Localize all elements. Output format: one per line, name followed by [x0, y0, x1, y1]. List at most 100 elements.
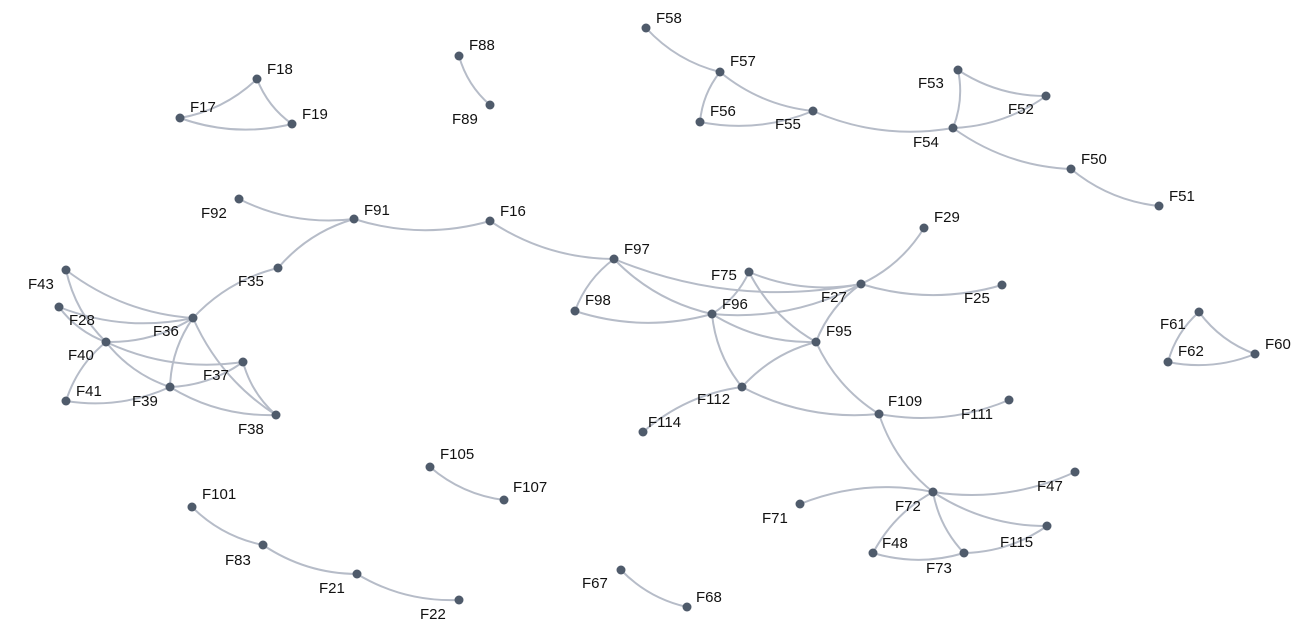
edge-F88-F89: [458, 55, 491, 106]
edge-layer: [58, 27, 1256, 608]
edge-F37-F38: [242, 361, 277, 416]
edge-F95-F109: [815, 341, 880, 415]
node-F60[interactable]: [1250, 349, 1260, 359]
node-label-F91: F91: [364, 202, 390, 219]
node-F114[interactable]: [638, 427, 648, 437]
node-F52[interactable]: [1041, 91, 1051, 101]
node-F115[interactable]: [1042, 521, 1052, 531]
node-F36[interactable]: [188, 313, 198, 323]
node-F95[interactable]: [811, 337, 821, 347]
node-F29[interactable]: [919, 223, 929, 233]
node-F38[interactable]: [271, 410, 281, 420]
node-F40[interactable]: [101, 337, 111, 347]
node-F111[interactable]: [1004, 395, 1014, 405]
edge-F72-F115: [932, 491, 1048, 528]
node-F107[interactable]: [499, 495, 509, 505]
edge-F39-F38: [169, 386, 277, 417]
node-label-F112: F112: [697, 391, 730, 408]
node-F55[interactable]: [808, 106, 818, 116]
node-F109[interactable]: [874, 409, 884, 419]
node-F61[interactable]: [1194, 307, 1204, 317]
node-F83[interactable]: [258, 540, 268, 550]
node-F72[interactable]: [928, 487, 938, 497]
edge-F28-F36: [58, 306, 194, 325]
node-F89[interactable]: [485, 100, 495, 110]
node-F91[interactable]: [349, 214, 359, 224]
edge-F112-F114: [642, 386, 743, 433]
node-F96[interactable]: [707, 309, 717, 319]
edge-F56-F55: [699, 110, 814, 127]
edge-F40-F36: [105, 317, 194, 344]
node-F48[interactable]: [868, 548, 878, 558]
node-F16[interactable]: [485, 216, 495, 226]
node-label-F25: F25: [964, 290, 990, 307]
node-F19[interactable]: [287, 119, 297, 129]
node-F101[interactable]: [187, 502, 197, 512]
node-F22[interactable]: [454, 595, 464, 605]
edge-F75-F27: [748, 271, 862, 289]
node-F54[interactable]: [948, 123, 958, 133]
edge-F72-F48: [872, 491, 934, 554]
node-label-F71: F71: [762, 510, 788, 527]
node-F58[interactable]: [641, 23, 651, 33]
node-F43[interactable]: [61, 265, 71, 275]
edge-F62-F60: [1167, 353, 1256, 367]
node-F27[interactable]: [856, 279, 866, 289]
node-F41[interactable]: [61, 396, 71, 406]
node-F28[interactable]: [54, 302, 64, 312]
node-F51[interactable]: [1154, 201, 1164, 211]
node-label-F35: F35: [238, 273, 264, 290]
node-label-F53: F53: [918, 75, 944, 92]
node-label-F97: F97: [624, 241, 650, 258]
edge-F58-F57: [645, 27, 721, 73]
node-F57[interactable]: [715, 67, 725, 77]
node-F37[interactable]: [238, 357, 248, 367]
node-F88[interactable]: [454, 51, 464, 61]
node-F39[interactable]: [165, 382, 175, 392]
node-F50[interactable]: [1066, 164, 1076, 174]
edge-F109-F111: [878, 399, 1010, 419]
edge-F54-F50: [952, 127, 1072, 170]
node-label-F52: F52: [1008, 101, 1034, 118]
node-label-F43: F43: [28, 276, 54, 293]
node-label-F37: F37: [203, 367, 229, 384]
edge-F91-F16: [353, 218, 491, 232]
node-label-F41: F41: [76, 383, 102, 400]
node-F98[interactable]: [570, 306, 580, 316]
node-F105[interactable]: [425, 462, 435, 472]
node-label-F107: F107: [513, 479, 547, 496]
edge-F43-F40: [65, 269, 107, 343]
node-F21[interactable]: [352, 569, 362, 579]
node-F92[interactable]: [234, 194, 244, 204]
node-F47[interactable]: [1070, 467, 1080, 477]
node-F73[interactable]: [959, 548, 969, 558]
node-F62[interactable]: [1163, 357, 1173, 367]
edge-F35-F36: [192, 267, 279, 319]
node-F53[interactable]: [953, 65, 963, 75]
node-F56[interactable]: [695, 117, 705, 127]
node-label-F68: F68: [696, 589, 722, 606]
node-F71[interactable]: [795, 499, 805, 509]
node-label-F67: F67: [582, 575, 608, 592]
node-F112[interactable]: [737, 382, 747, 392]
node-F18[interactable]: [252, 74, 262, 84]
node-label-F62: F62: [1178, 343, 1204, 360]
node-F17[interactable]: [175, 113, 185, 123]
node-label-F83: F83: [225, 552, 251, 569]
edge-F57-F55: [719, 71, 814, 112]
edge-F72-F73: [932, 491, 965, 554]
node-F68[interactable]: [682, 602, 692, 612]
node-F67[interactable]: [616, 565, 626, 575]
edge-F61-F60: [1198, 311, 1256, 355]
edge-F72-F47: [932, 471, 1076, 496]
node-F35[interactable]: [273, 263, 283, 273]
edge-F16-F97: [489, 220, 615, 260]
node-F25[interactable]: [997, 280, 1007, 290]
node-F75[interactable]: [744, 267, 754, 277]
node-F97[interactable]: [609, 254, 619, 264]
node-label-F27: F27: [821, 289, 847, 306]
node-label-F22: F22: [420, 606, 446, 623]
edge-F21-F22: [356, 573, 460, 602]
edge-F27-F95: [815, 283, 862, 343]
